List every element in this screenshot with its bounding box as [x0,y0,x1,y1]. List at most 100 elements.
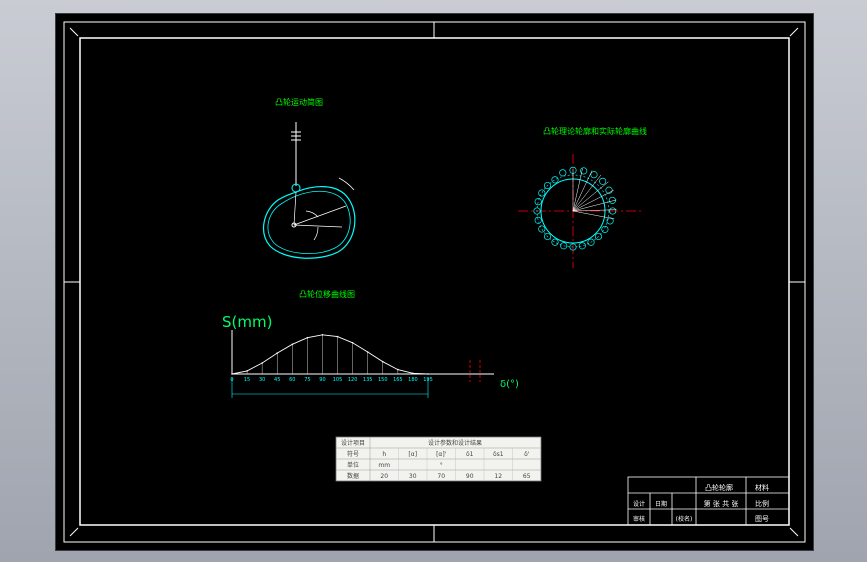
roller-circle [599,177,607,185]
x-tick-label: 135 [363,377,373,383]
table-cell: δ' [524,451,530,458]
x-tick-label: 90 [319,377,325,383]
displacement-point [351,341,354,344]
roller-circle [551,238,559,246]
roller-circle [606,217,614,225]
cam-mechanism-diagram [262,122,356,259]
table-header-params: 设计参数和设计结果 [428,439,482,447]
displacement-point [381,360,384,363]
displacement-point [321,334,324,336]
param-table: 设计项目 设计参数和设计结果 符号 单位 数据 h [α] [α]' δ1 δs1 δ' m… [335,436,542,482]
displacement-series-line [231,334,429,375]
table-cell: 20 [380,473,388,480]
displacement-point [397,368,399,371]
roller-circle [587,238,595,246]
displacement-point [231,373,233,375]
title-block-date: 日期 [655,500,667,508]
cam-mechanism-title: 凸轮运动简图 [275,97,323,107]
table-cell: 65 [523,473,531,480]
roller-circle [578,242,586,250]
corner-marks [69,27,799,537]
roller-circle [534,198,542,206]
table-header-item: 设计项目 [341,439,365,447]
table-cell: [α] [408,451,417,458]
profile-ray [572,168,583,212]
displacement-point [336,335,339,338]
title-block-drawn: 设计 [633,500,645,508]
profile-ray [572,170,593,212]
title-block-school: (校名) [676,515,693,523]
roller-circle [569,243,577,251]
profile-ray [572,181,609,212]
displacement-point [366,351,369,353]
profile-ray [572,209,617,212]
cad-drawing-canvas: 凸轮运动简图 凸轮理论轮廓和实际轮廓曲线 凸轮位移曲线图 S(mm) δ(°) [63,21,806,543]
roller-circle [594,232,603,241]
x-tick-label: 15 [244,377,250,383]
roller-circle [601,225,609,233]
x-tick-label: 30 [259,377,265,383]
title-block-check: 审核 [633,515,645,523]
table-row-label-unit: 单位 [347,461,359,469]
x-tick-label: 120 [348,377,358,383]
roller-circle [608,196,616,204]
table-cell: δs1 [493,451,504,458]
roller-circle [543,232,552,241]
x-tick-label: 195 [423,377,433,383]
roller-circle [551,176,559,184]
table-cell: h [382,451,386,458]
table-cell: 90 [466,473,474,480]
roller-circle [543,181,552,190]
roller-circle [560,242,568,250]
table-cell: 70 [437,473,445,480]
profile-ray [572,174,602,212]
x-tick-label: 165 [393,377,403,383]
displacement-point [276,352,279,354]
displacement-point [246,370,248,372]
roller-circle [533,207,541,215]
table-cell: [α]' [436,451,447,458]
x-tick-label: 75 [304,377,310,383]
title-block-sheet: 第 张 共 张 [704,499,739,508]
title-block-scale: 比例 [755,499,769,508]
x-tick-label: 45 [274,377,280,383]
roller-circle [609,207,617,215]
roller-circle [538,225,546,233]
displacement-point [261,362,263,364]
displacement-title: 凸轮位移曲线图 [299,289,355,299]
table-cell: δ1 [466,451,474,458]
table-cell: 30 [409,473,417,480]
roller-circle [580,167,588,175]
x-tick-label: 0 [230,377,233,383]
roller-circle [534,216,542,224]
x-tick-label: 60 [289,377,295,383]
profile-ray [572,199,617,212]
roller-circle [538,189,546,197]
roller-circle [559,169,567,177]
profile-ray [572,210,615,220]
table-cell: ° [440,462,443,469]
displacement-point [412,372,414,375]
x-axis-label: δ(°) [500,379,519,390]
cam-profile-title: 凸轮理论轮廓和实际轮廓曲线 [543,126,647,136]
roller-circle [590,171,598,179]
title-block-material: 材料 [755,483,769,492]
table-row-label-symbol: 符号 [347,450,359,458]
title-block-figure-no: 图号 [755,515,769,523]
table-cell: 12 [494,473,502,480]
displacement-point [306,336,309,339]
title-block [627,476,790,526]
cam-profile-diagram [518,154,642,268]
displacement-point [427,373,429,375]
profile-ray [572,190,614,212]
x-tick-label: 180 [408,377,418,383]
x-tick-label: 150 [378,377,388,383]
cad-viewport[interactable]: 凸轮运动简图 凸轮理论轮廓和实际轮廓曲线 凸轮位移曲线图 S(mm) δ(°) [55,13,814,551]
table-row-label-data: 数据 [347,472,359,480]
roller-circle [605,186,613,194]
title-block-part-name: 凸轮轮廓 [705,483,733,492]
y-axis-label: S(mm) [222,313,272,331]
table-cell: mm [378,462,390,469]
displacement-point [291,343,294,346]
